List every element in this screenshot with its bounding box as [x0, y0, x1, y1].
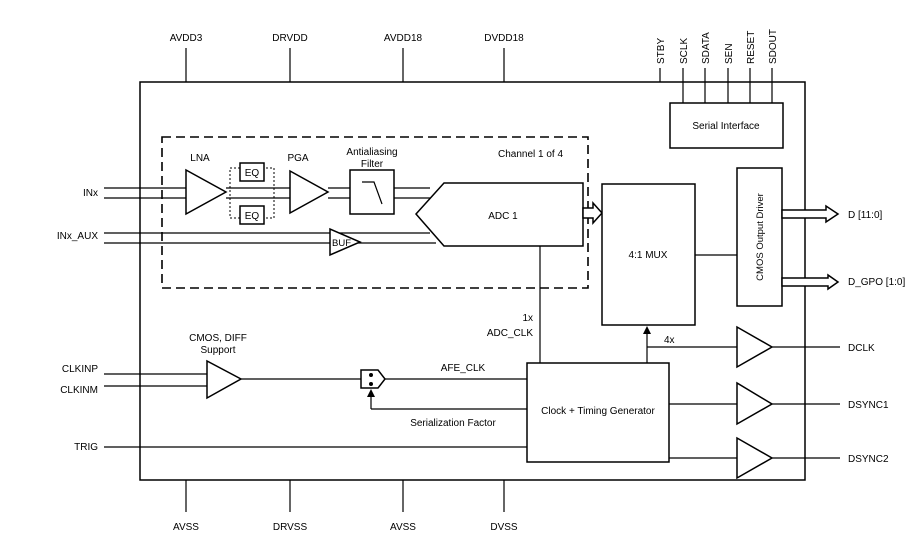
mux-block [601, 183, 696, 326]
pin-stby: STBY [656, 38, 667, 64]
dclk-buffer [736, 325, 774, 369]
inx-aux-label: INx_AUX [57, 231, 98, 242]
lna-amplifier [185, 168, 228, 216]
divider-dot-top [369, 373, 373, 377]
data-output-arrow [781, 204, 840, 224]
clock-support-line2: Support [200, 345, 235, 356]
adc-to-mux-arrow [582, 201, 604, 225]
top-supply-pins: AVDD3 DRVDD AVDD18 DVDD18 [170, 33, 524, 82]
filter-label-line2: Filter [361, 159, 384, 170]
mux-clock-label: 4x [664, 335, 675, 346]
dsync1-label: DSYNC1 [848, 400, 889, 411]
buf-label: BUF [332, 238, 351, 249]
gpo-output-arrow [781, 273, 840, 291]
gpo-output-label: D_GPO [1:0] [848, 277, 905, 288]
pga-amplifier [289, 169, 330, 215]
clock-timing-generator-block [526, 362, 670, 463]
channel-box [161, 136, 589, 289]
pin-sdout: SDOUT [768, 29, 779, 64]
pin-sen: SEN [724, 43, 735, 64]
serial-interface-block [669, 102, 784, 149]
lowpass-icon [362, 181, 383, 205]
lna-label: LNA [190, 153, 210, 164]
pin-dvss: DVSS [490, 522, 518, 533]
serial-pins: STBY SCLK SDATA SEN RESET SDOUT [656, 29, 779, 103]
serialization-arrow [367, 389, 375, 397]
buf-amplifier [329, 227, 362, 257]
pin-drvss: DRVSS [273, 522, 308, 533]
dsync1-buffer [736, 381, 774, 426]
filter-label-line1: Antialiasing [346, 147, 397, 158]
adc-clk-label: ADC_CLK [487, 328, 533, 339]
pin-reset: RESET [746, 31, 757, 64]
trig-label: TRIG [74, 442, 98, 453]
pin-drvdd: DRVDD [272, 33, 307, 44]
clkinp-label: CLKINP [62, 364, 98, 375]
serial-interface-label: Serial Interface [692, 121, 760, 132]
eq-label-top: EQ [245, 168, 260, 179]
clock-support-line1: CMOS, DIFF [189, 333, 247, 344]
pin-sclk: SCLK [679, 38, 690, 64]
clock-divider-block [360, 369, 386, 389]
mux-label: 4:1 MUX [629, 250, 668, 261]
afe-clk-label: AFE_CLK [441, 363, 486, 374]
mux-clock-arrow [643, 326, 651, 334]
channel-label: Channel 1 of 4 [498, 149, 563, 160]
adc-label: ADC 1 [488, 211, 518, 222]
pin-avss-1: AVSS [173, 522, 199, 533]
dclk-label: DCLK [848, 343, 875, 354]
pin-avdd18: AVDD18 [384, 33, 423, 44]
output-driver-block [736, 167, 783, 307]
bottom-supply-pins: AVSS DRVSS AVSS DVSS [173, 480, 518, 533]
pin-dvdd18: DVDD18 [484, 33, 524, 44]
pin-avdd3: AVDD3 [170, 33, 203, 44]
dsync2-buffer [736, 436, 774, 480]
pin-avss-2: AVSS [390, 522, 416, 533]
eq-block-top [239, 162, 265, 182]
clock-input-buffer [206, 359, 243, 400]
pga-label: PGA [287, 153, 308, 164]
adc-clk-div-label: 1x [522, 313, 533, 324]
serialization-factor-label: Serialization Factor [410, 418, 496, 429]
eq-block-bottom [239, 205, 265, 225]
data-output-label: D [11:0] [848, 210, 882, 221]
eq-label-bottom: EQ [245, 211, 260, 222]
divider-dot-bottom [369, 382, 373, 386]
clkinm-label: CLKINM [60, 385, 98, 396]
pin-sdata: SDATA [701, 32, 712, 64]
inx-label: INx [83, 188, 98, 199]
clock-timing-generator-label: Clock + Timing Generator [541, 406, 655, 417]
antialiasing-filter-block [349, 169, 395, 215]
output-driver-label: CMOS Output Driver [755, 193, 766, 281]
dsync2-label: DSYNC2 [848, 454, 889, 465]
